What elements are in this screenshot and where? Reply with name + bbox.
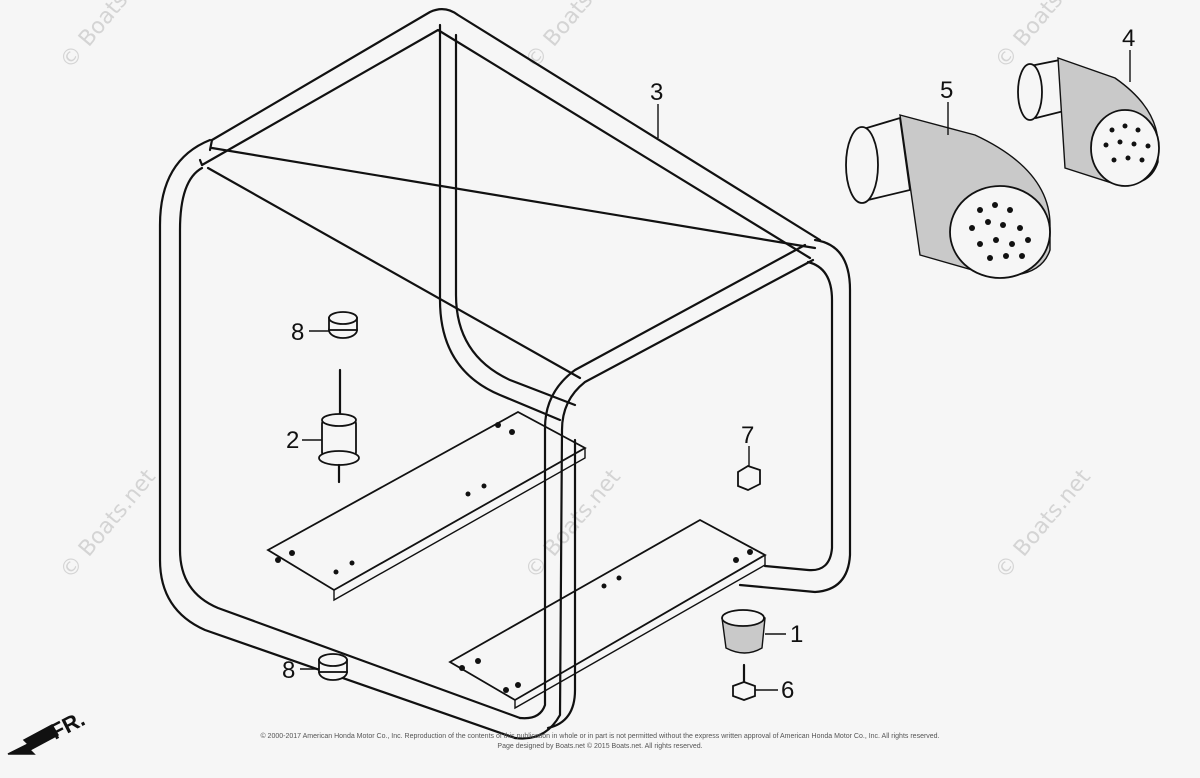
bolt <box>732 663 756 701</box>
watermark-text: © Boats.net <box>55 0 161 74</box>
copyright-notice: © 2000-2017 American Honda Motor Co., In… <box>260 732 939 750</box>
callout-2: 2 <box>286 427 299 454</box>
callout-6: 6 <box>781 677 794 704</box>
callout-7: 7 <box>741 422 754 449</box>
callout-3: 3 <box>650 79 663 106</box>
pipe-frame <box>158 8 852 740</box>
base-plates <box>266 410 767 710</box>
hex-nut <box>737 465 761 491</box>
callout-8-top: 8 <box>291 319 304 346</box>
leader-lines <box>300 50 1131 691</box>
watermark-text: © Boats.net <box>520 465 626 584</box>
rubber-foot <box>721 609 766 654</box>
watermark-text: © Boats.net <box>990 465 1096 584</box>
nut-bottom <box>318 653 348 681</box>
watermark-text: © Boats.net <box>55 465 161 584</box>
mount-rubber <box>318 368 360 484</box>
callout-1: 1 <box>790 621 803 648</box>
callout-8-bottom: 8 <box>282 657 295 684</box>
callout-4: 4 <box>1122 25 1135 52</box>
strainer-small <box>1017 56 1160 187</box>
front-direction-indicator: FR. <box>7 706 89 755</box>
nut-top <box>328 311 358 339</box>
copyright-line-2: Page designed by Boats.net © 2015 Boats.… <box>497 742 702 750</box>
strainer-large <box>845 114 1051 279</box>
arrow-icon <box>7 724 60 755</box>
callouts: 1 2 3 4 5 6 7 8 8 <box>282 25 1135 704</box>
callout-5: 5 <box>940 77 953 104</box>
copyright-line-1: © 2000-2017 American Honda Motor Co., In… <box>260 732 939 740</box>
